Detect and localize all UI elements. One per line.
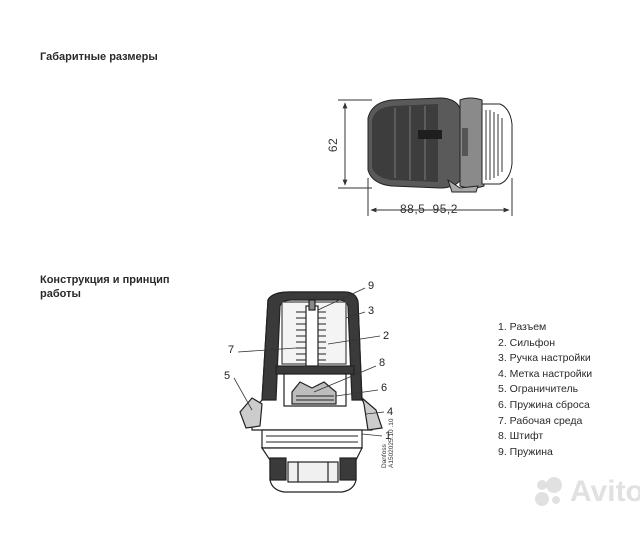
callout-2: 2 <box>383 330 390 342</box>
legend-item: 7. Рабочая среда <box>498 414 583 427</box>
legend-item: 5. Ограничитель <box>498 383 579 396</box>
callout-4: 4 <box>387 406 394 418</box>
height-dimension-label: 62 <box>326 137 341 153</box>
section-title-construction: Конструкция и принцип работы <box>40 274 170 300</box>
brand-mark: Danfoss A1502025.10 .10 <box>381 418 395 468</box>
legend-item: 9. Пружина <box>498 445 553 458</box>
legend-item: 8. Штифт <box>498 430 544 443</box>
callout-leaders <box>233 287 385 437</box>
head-side-view <box>367 97 513 193</box>
legend-item: 2. Сильфон <box>498 336 555 349</box>
callout-8: 8 <box>379 357 386 369</box>
brand-name: Danfoss <box>381 444 388 468</box>
avito-watermark: Avito <box>532 474 640 510</box>
callout-6: 6 <box>381 382 388 394</box>
callout-1: 1 <box>385 430 392 442</box>
parts-legend: 1. Разъем 2. Сильфон 3. Ручка настройки … <box>498 320 592 460</box>
legend-item: 6. Пружина сброса <box>498 398 590 411</box>
avito-logo-icon <box>535 477 562 506</box>
drawing-code: A1502025.10 .10 <box>388 418 395 468</box>
legend-item: 3. Ручка настройки <box>498 352 591 365</box>
callout-9: 9 <box>368 280 375 292</box>
head-cross-section <box>239 291 383 493</box>
avito-wordmark: Avito <box>570 475 640 508</box>
height-dimension-line <box>338 99 372 189</box>
width-dimension-label: 88,5–95,2 <box>400 202 458 216</box>
callout-3: 3 <box>368 305 375 317</box>
legend-item: 1. Разъем <box>498 321 547 333</box>
section-title-dimensions: Габаритные размеры <box>40 51 158 63</box>
callout-5: 5 <box>224 370 231 382</box>
legend-item: 4. Метка настройки <box>498 367 593 380</box>
width-dimension-line <box>367 178 513 216</box>
callout-7: 7 <box>228 344 235 356</box>
